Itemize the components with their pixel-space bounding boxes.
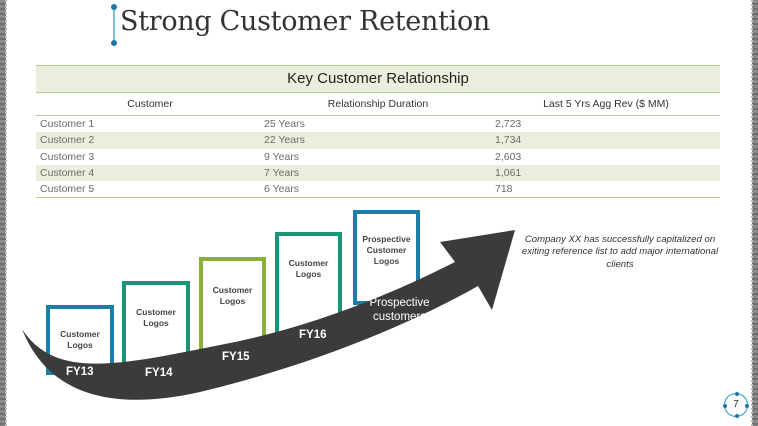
badge-dot xyxy=(723,404,727,408)
page-title: Strong Customer Retention xyxy=(120,6,490,37)
logo-box-text: Logos xyxy=(219,296,246,307)
column-header-revenue: Last 5 Yrs Agg Rev ($ MM) xyxy=(543,98,669,110)
page-number-badge: 7 xyxy=(723,392,749,418)
cell-revenue: 2,723 xyxy=(495,118,522,130)
column-header-customer: Customer xyxy=(127,98,173,110)
prospective-label-line: customers xyxy=(372,311,427,324)
cell-customer: Customer 2 xyxy=(40,134,95,147)
cell-duration: 7 Years xyxy=(264,166,300,179)
cell-customer: Customer 3 xyxy=(40,150,95,163)
fy16-label: FY16 xyxy=(299,329,327,341)
logo-box-text: Logos xyxy=(295,269,322,280)
slide-right-edge xyxy=(751,0,758,426)
fy13-label: FY13 xyxy=(66,366,94,378)
curved-arrow-shape xyxy=(22,230,515,400)
prospective-customers-label: Prospective customers xyxy=(362,296,437,325)
cell-duration: 9 Years xyxy=(264,150,300,163)
table-row: Customer 5 6 Years 718 xyxy=(36,181,720,199)
prospective-label-line: Prospective xyxy=(369,297,430,309)
logo-box-prospective: Prospective Customer Logos xyxy=(353,210,420,305)
badge-dot xyxy=(745,404,749,408)
table-header-row: Customer Relationship Duration Last 5 Yr… xyxy=(36,93,720,116)
cell-revenue: 2,603 xyxy=(495,150,522,163)
logo-box-text: Prospective xyxy=(362,234,411,244)
logo-box-text: Customer xyxy=(288,258,329,268)
table-row: Customer 4 7 Years 1,061 xyxy=(36,164,720,182)
slide-left-edge xyxy=(0,0,7,426)
table-row: Customer 1 25 Years 2,723 xyxy=(36,116,720,132)
table-row: Customer 2 22 Years 1,734 xyxy=(36,132,720,149)
logo-box-text: Customer xyxy=(212,285,253,295)
cell-revenue: 1,734 xyxy=(495,134,522,147)
fy14-label: FY14 xyxy=(145,367,173,379)
cell-customer: Customer 1 xyxy=(40,118,95,130)
customer-relationship-table: Key Customer Relationship Customer Relat… xyxy=(36,65,720,199)
title-accent-dot xyxy=(111,40,117,46)
summary-note: Company XX has successfully capitalized … xyxy=(521,234,719,270)
table-row: Customer 3 9 Years 2,603 xyxy=(36,149,720,165)
fy15-label: FY15 xyxy=(222,351,250,363)
logo-box-text: Logos xyxy=(67,340,93,351)
badge-dot xyxy=(735,414,739,418)
logo-box-text: Customer xyxy=(366,245,407,256)
title-accent-bar xyxy=(111,4,117,46)
cell-duration: 22 Years xyxy=(264,134,305,147)
logo-box-fy16: Customer Logos xyxy=(275,232,342,337)
cell-customer: Customer 4 xyxy=(40,166,95,179)
cell-duration: 25 Years xyxy=(264,118,305,130)
page-number: 7 xyxy=(733,399,739,410)
table-title: Key Customer Relationship xyxy=(36,65,720,93)
cell-customer: Customer 5 xyxy=(40,183,95,196)
title-accent-dot xyxy=(111,4,117,10)
logo-box-text: Logos xyxy=(373,256,400,267)
badge-dot xyxy=(735,392,739,396)
logo-box-text: Customer xyxy=(60,329,100,339)
cell-revenue: 1,061 xyxy=(495,166,522,179)
logo-box-text: Customer xyxy=(136,307,176,317)
logo-box-text: Logos xyxy=(143,318,169,329)
cell-duration: 6 Years xyxy=(264,183,300,196)
cell-revenue: 718 xyxy=(495,183,513,196)
column-header-duration: Relationship Duration xyxy=(327,98,429,110)
